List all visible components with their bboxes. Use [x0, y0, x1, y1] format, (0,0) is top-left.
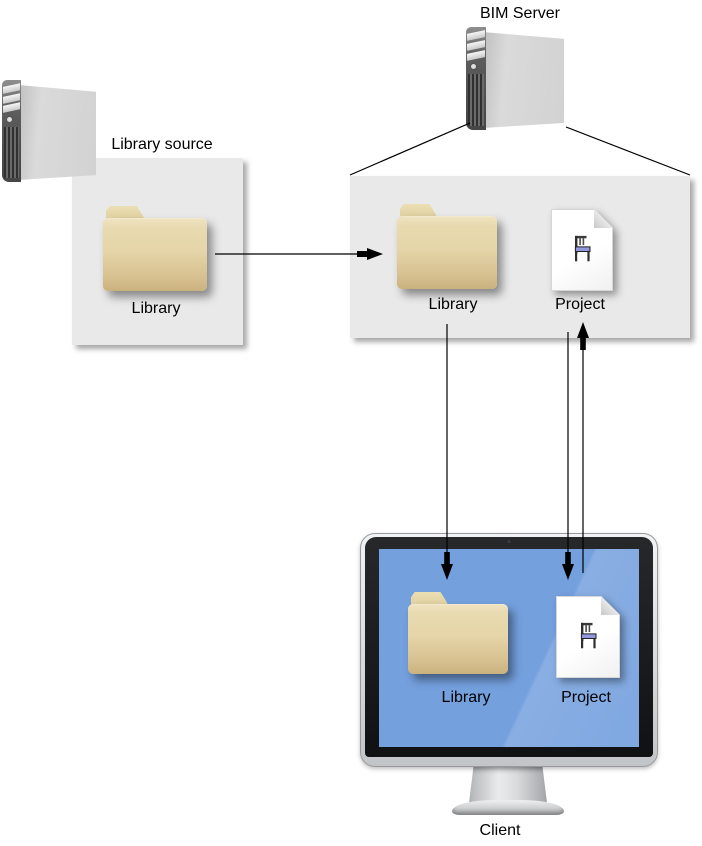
library-source-title: Library source	[111, 136, 213, 153]
server-side-panel	[482, 32, 564, 128]
server-front-panel	[2, 80, 21, 182]
server-side-panel	[17, 84, 96, 180]
line-tower-to-box-right	[565, 126, 691, 176]
bim-server-label: BIM Server	[479, 5, 561, 22]
folder-icon	[408, 592, 508, 674]
imac-monitor-icon: Library Project	[360, 533, 658, 767]
bim-server-tower-icon	[466, 27, 564, 130]
folder-icon	[397, 204, 497, 289]
line-tower-to-box-left	[349, 122, 471, 176]
chair-glyph-icon	[574, 235, 591, 262]
server-project-label: Project	[555, 296, 605, 313]
source-library-label: Library	[131, 300, 181, 317]
server-power-button-icon	[471, 64, 477, 70]
client-project-label: Project	[561, 689, 611, 706]
monitor-stand-neck	[469, 765, 547, 803]
server-library-label: Library	[428, 296, 478, 313]
monitor-stand-base	[452, 800, 564, 815]
server-power-button-icon	[6, 116, 12, 122]
chair-glyph-icon	[580, 622, 597, 649]
page-fold-icon	[594, 209, 613, 228]
client-library-label: Library	[441, 689, 491, 706]
library-source-tower-icon	[2, 80, 96, 182]
client-screen: Library Project	[379, 549, 639, 747]
project-document-chair-icon	[556, 596, 620, 678]
client-title: Client	[479, 822, 521, 839]
folder-icon	[103, 206, 207, 291]
server-front-panel	[466, 27, 486, 130]
camera-dot-icon	[507, 540, 511, 543]
project-document-chair-icon	[551, 209, 613, 291]
page-fold-icon	[601, 596, 620, 615]
